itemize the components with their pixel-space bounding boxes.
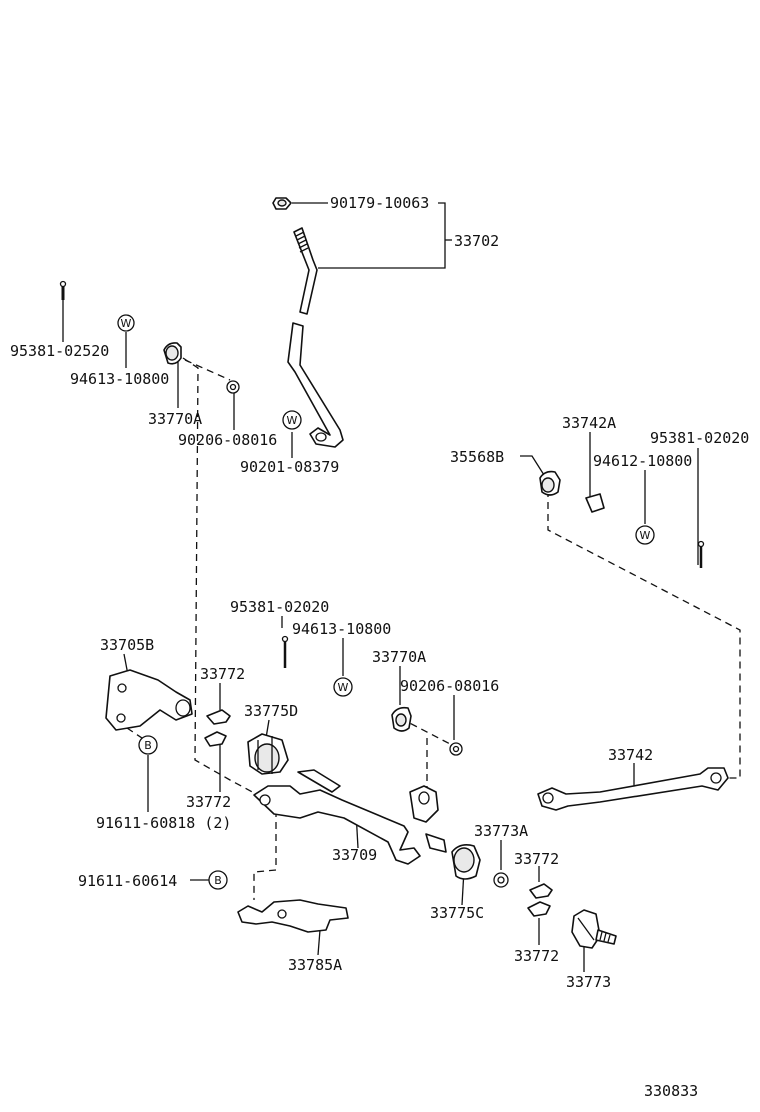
washer-symbol-2: W (282, 410, 302, 430)
retainer-clip-pair-left (204, 709, 231, 747)
label-33702: 33702 (454, 232, 499, 250)
label-33770a-top: 33770A (148, 410, 202, 428)
label-33775d: 33775D (244, 702, 298, 720)
label-33775c: 33775C (430, 904, 484, 922)
label-90206-08016-top: 90206-08016 (178, 431, 277, 449)
sleeve-part-right (585, 493, 605, 513)
shift-lever-33709-part (253, 769, 447, 865)
label-33770a-mid: 33770A (372, 648, 426, 666)
label-33772-c: 33772 (514, 850, 559, 868)
svg-text:W: W (287, 414, 298, 427)
label-90179-10063: 90179-10063 (330, 194, 429, 212)
label-33705b: 33705B (100, 636, 154, 654)
bolt-symbol-2: B (208, 870, 228, 890)
label-33709: 33709 (332, 846, 377, 864)
bracket-33785a-part (237, 899, 349, 933)
label-90206-08016-mid: 90206-08016 (400, 677, 499, 695)
washer-symbol-1: W (117, 314, 135, 332)
lever-nut-part (272, 197, 292, 210)
bolt-symbol-1: B (138, 735, 158, 755)
label-35568b: 35568B (450, 448, 504, 466)
pin-part-mid (281, 635, 289, 668)
svg-text:B: B (214, 874, 222, 887)
shift-lever-rod-part (287, 227, 344, 448)
dashed-assembly-lines (126, 357, 741, 900)
clip-part-top (226, 380, 240, 394)
retainer-clip-pair-right (527, 883, 553, 917)
label-33772-b: 33772 (186, 793, 231, 811)
label-90201-08379: 90201-08379 (240, 458, 339, 476)
bushing-33775c-part (451, 844, 481, 880)
label-95381-02020-mid: 95381-02020 (230, 598, 329, 616)
label-94613-10800-top: 94613-10800 (70, 370, 169, 388)
pin-part (59, 280, 67, 300)
bushing-33775d-part (247, 733, 289, 775)
part-labels: 90179-10063 33702 95381-02520 94613-1080… (10, 194, 749, 1100)
bushing-part-right (539, 470, 561, 496)
label-91611-60818: 91611-60818 (2) (96, 814, 231, 832)
pin-part-right (697, 540, 705, 568)
mount-33773-part (571, 909, 617, 949)
label-33785a: 33785A (288, 956, 342, 974)
bracket-33705b-part (105, 669, 193, 731)
bushing-part-top (163, 342, 182, 365)
label-33772-a: 33772 (200, 665, 245, 683)
clip-33773a-part (493, 872, 509, 888)
svg-text:W: W (640, 529, 651, 542)
label-33773a: 33773A (474, 822, 528, 840)
label-91611-60614: 91611-60614 (78, 872, 177, 890)
rod-33742-part (537, 767, 729, 811)
washer-symbol-3: W (635, 525, 655, 545)
clip-part-mid (449, 742, 463, 756)
label-95381-02020-right: 95381-02020 (650, 429, 749, 447)
leader-lines (62, 202, 699, 972)
label-94612-10800: 94612-10800 (593, 452, 692, 470)
washer-symbol-4: W (333, 677, 353, 697)
label-33742: 33742 (608, 746, 653, 764)
svg-text:W: W (338, 681, 349, 694)
bushing-part-mid (391, 706, 412, 732)
label-33772-d: 33772 (514, 947, 559, 965)
label-33773: 33773 (566, 973, 611, 991)
label-95381-02520: 95381-02520 (10, 342, 109, 360)
label-33742a: 33742A (562, 414, 616, 432)
svg-text:W: W (121, 317, 132, 330)
label-94613-10800-mid: 94613-10800 (292, 620, 391, 638)
diagram-number: 330833 (644, 1082, 698, 1100)
svg-text:B: B (144, 739, 152, 752)
